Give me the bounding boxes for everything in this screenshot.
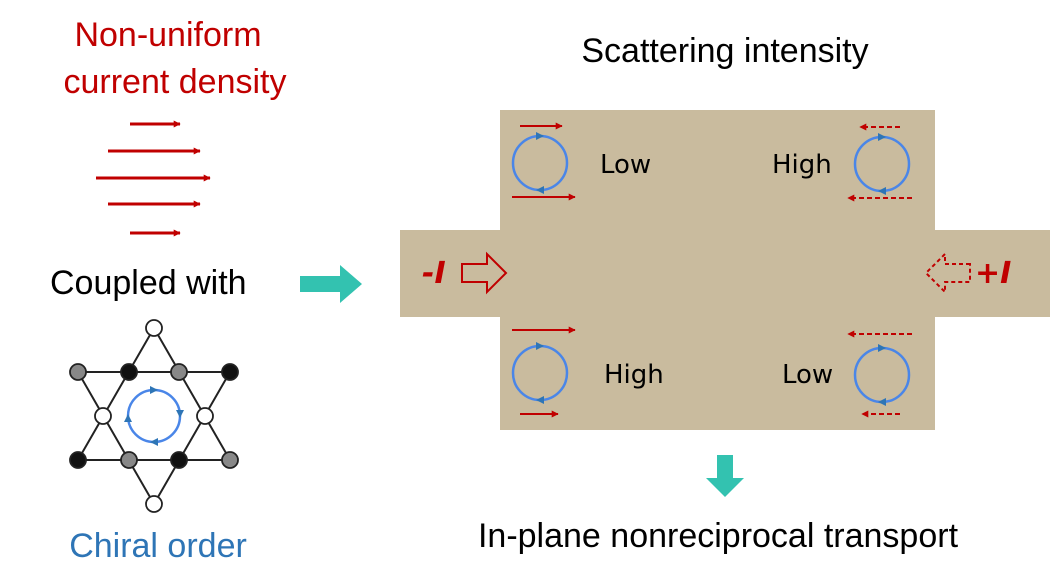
quadrant-label: High	[604, 360, 664, 390]
lattice-node	[221, 363, 239, 381]
current-arrows	[96, 120, 211, 237]
lattice-node	[221, 451, 239, 469]
quadrant-bottom-left: High	[511, 326, 664, 418]
loop-arrowhead	[878, 187, 886, 195]
loop-arrowhead-top	[150, 386, 158, 394]
quadrant-top-left: Low	[511, 122, 651, 201]
scattering-intensity-title: Scattering intensity	[581, 32, 868, 70]
chiral-order-label: Chiral order	[69, 527, 247, 565]
lattice-node	[94, 407, 112, 425]
lattice-node	[170, 363, 188, 381]
lattice-node	[145, 319, 163, 337]
quadrant-top-right: High	[772, 123, 912, 202]
loop-arrowhead-right	[176, 410, 184, 418]
loop-arrowhead-bottom	[150, 438, 158, 446]
device-channel	[400, 110, 1050, 430]
lattice-node	[196, 407, 214, 425]
lattice-triangle-down	[76, 371, 232, 507]
lattice-node	[170, 451, 188, 469]
lattice-node	[69, 451, 87, 469]
lattice-node	[120, 363, 138, 381]
right-current-label: +I	[975, 256, 1011, 291]
loop-arrowhead	[536, 342, 544, 350]
loop-arrowhead	[878, 133, 886, 141]
lattice-node	[145, 495, 163, 513]
hollow-current-arrow-right-icon	[461, 251, 508, 295]
loop-arrowhead	[536, 132, 544, 140]
loop-arrowhead	[536, 186, 544, 194]
coupled-with-label: Coupled with	[50, 264, 247, 302]
lattice-triangle-up	[76, 325, 232, 461]
left-current-label: -I	[422, 256, 446, 291]
loop-arrowhead-left	[124, 414, 132, 422]
teal-arrow-right-icon	[300, 265, 362, 303]
dashed-current-arrow-left-icon	[924, 251, 971, 295]
conclusion-label: In-plane nonreciprocal transport	[478, 517, 959, 555]
chiral-loop-icon	[126, 388, 182, 444]
lattice-node	[69, 363, 87, 381]
current-density-title-line2: current density	[64, 63, 287, 101]
lattice-node	[120, 451, 138, 469]
loop-arrowhead	[536, 396, 544, 404]
quadrant-label: Low	[782, 360, 833, 390]
kagome-lattice	[69, 319, 239, 513]
loop-arrowhead	[878, 344, 886, 352]
teal-arrow-down-icon	[706, 455, 744, 497]
current-density-title-line1: Non-uniform	[74, 16, 261, 54]
quadrant-label: Low	[600, 150, 651, 180]
quadrant-label: High	[772, 150, 832, 180]
quadrant-bottom-right: Low	[782, 330, 912, 418]
loop-arrowhead	[878, 398, 886, 406]
